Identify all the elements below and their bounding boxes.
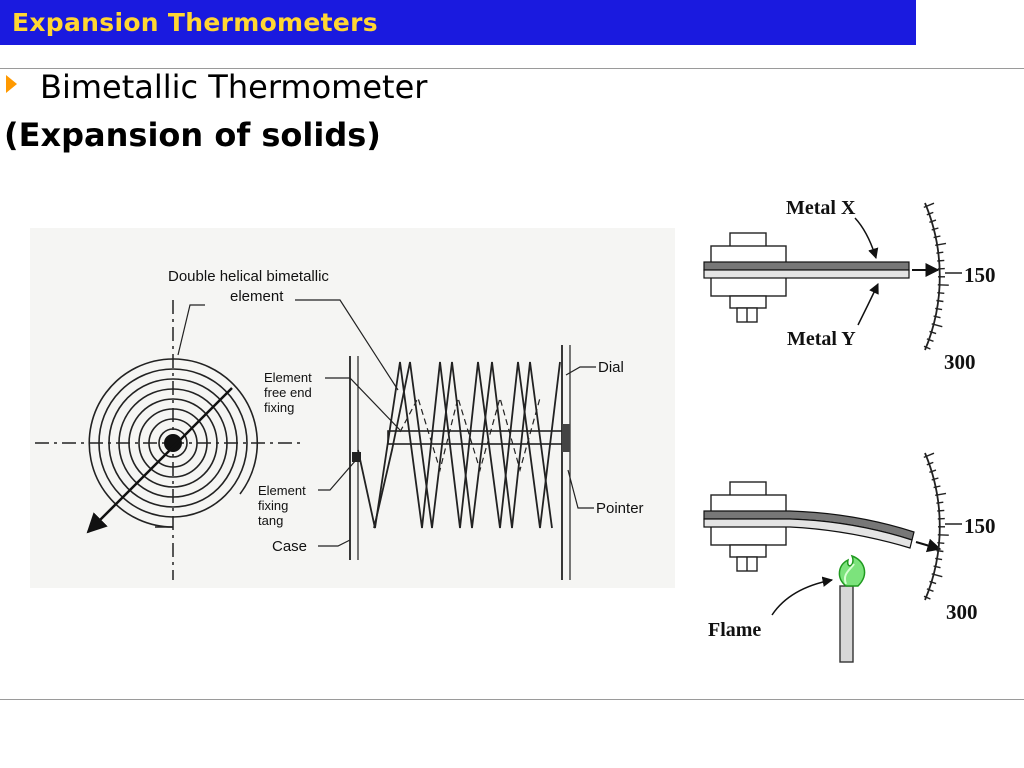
scan-background [30,228,675,588]
spiral-coil [88,358,259,528]
scale-tick [931,573,943,578]
scale-tick [926,461,934,466]
clamp-nut-top [729,481,767,497]
free-end-leader [325,377,401,431]
scale-tick [931,323,943,328]
scale-tick [935,307,943,311]
bottom-divider [0,699,1024,700]
scale-tick [933,485,941,489]
scale-tick [936,549,944,553]
label-fixing-3: tang [258,513,283,528]
flame-leader [771,576,834,616]
helix-hidden [399,395,541,473]
label-fixing-2: fixing [258,498,288,513]
scale-tick [926,588,934,592]
slide-title-bar: Expansion Thermometers [0,0,916,45]
scale-tick [929,469,937,473]
label-metal-y: Metal Y [787,328,856,350]
scale-tick [937,509,945,512]
scale-tick [923,595,931,600]
pointer-hub [562,424,570,452]
element-leader [177,304,205,356]
spiral-pointer [86,387,233,534]
flame-glow [844,563,855,585]
scale-ticks [923,202,949,350]
label-free-3: fixing [264,400,294,415]
top-divider [0,68,1024,69]
label-double-helical: Double helical bimetallic [168,268,329,285]
scale-arc [924,452,941,601]
scale-tick [933,565,941,569]
bullet-arrow-icon [6,75,17,93]
metal-y-leader [857,283,879,326]
scale-tick [929,219,937,223]
label-metal-x: Metal X [786,197,856,219]
label-case: Case [272,538,307,555]
metal-x-leader [854,217,879,260]
slide-title: Expansion Thermometers [12,8,378,37]
spiral-hub [164,434,182,452]
bent-arrow [915,538,942,553]
label-150-top: 150 [964,263,996,287]
case-leader [318,539,351,547]
label-free-2: free end [264,385,312,400]
label-150-bottom: 150 [964,514,996,538]
scale-tick [933,235,941,239]
scale-tick [926,211,934,216]
dial-leader [565,366,596,376]
scale-tick [929,330,937,335]
label-dial: Dial [598,359,624,376]
scale-tick [936,299,944,303]
helix [357,361,561,529]
scale-tick [923,452,935,459]
scale-tick [936,251,944,254]
scale-tick [935,492,947,496]
scale-tick [931,227,939,231]
burner-tube [839,585,854,663]
scale-tick [937,292,945,294]
scale-tick [923,202,935,209]
scale-tick [937,259,945,262]
scale-tick [931,477,939,481]
scale-ticks [923,452,949,600]
scale-tick [935,242,947,246]
clamp-nut-bottom [729,544,767,558]
flame-icon [838,554,866,587]
scale-tick [933,315,941,319]
scale-tick [923,345,931,350]
metal-y-bent [703,518,913,549]
subheading: (Expansion of solids) [4,116,381,154]
scale-tick [935,557,943,561]
label-300-bottom: 300 [946,600,978,624]
label-flame: Flame [708,619,761,641]
label-300-top: 300 [944,350,976,374]
metal-y-layer [703,269,910,279]
scale-tick [936,501,944,504]
fixing-tang-leader [318,459,357,491]
scale-tick [937,542,945,544]
scale-tick [926,338,934,342]
pointer-leader [567,469,594,509]
bullet-text: Bimetallic Thermometer [40,68,428,106]
scale-tick [929,580,937,585]
label-free-1: Element [264,370,312,385]
fixing-tang [352,452,361,462]
label-fixing-1: Element [258,483,306,498]
label-pointer: Pointer [596,500,644,517]
element-leader-2 [295,299,399,391]
label-element: element [230,288,284,305]
